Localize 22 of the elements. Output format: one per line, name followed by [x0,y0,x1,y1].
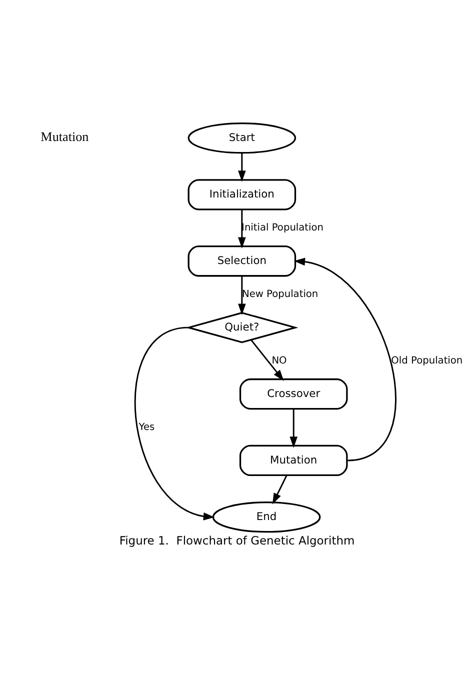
arrow [290,408,298,448]
edge-label: Old Population [391,355,463,366]
edge-label: Initial Population [242,222,324,234]
arrow [294,258,396,462]
node-ellipse: End [212,502,321,533]
node-box: Mutation [239,444,348,476]
label: Mutation [40,129,89,144]
arrow [272,475,288,504]
arrow [250,340,284,381]
caption: Figure 1. Flowchart of Genetic Algorithm [119,533,355,548]
edge-label: Yes [138,422,155,433]
node-ellipse: Start [188,122,296,154]
node-box: Selection [188,246,296,277]
node-diamond: Quiet? [186,312,298,344]
arrow [238,153,246,182]
node-box: Initialization [188,179,296,210]
arrow [134,326,215,520]
edge-label: New Population [242,288,318,300]
arrow [238,276,246,315]
arrow [238,210,246,248]
node-box: Crossover [239,378,348,410]
edge-label: NO [272,355,287,366]
